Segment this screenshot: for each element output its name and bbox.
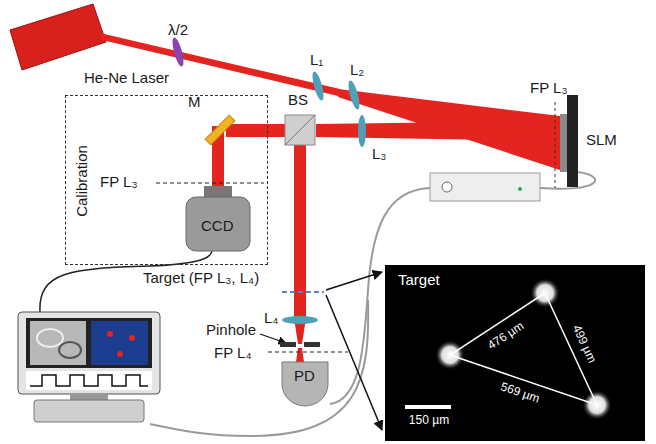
mirror xyxy=(205,115,235,145)
focal-plane-line xyxy=(268,352,348,353)
scale-bar xyxy=(405,405,451,409)
pinhole-leader xyxy=(260,334,286,343)
lens-l3 xyxy=(358,115,366,147)
screen xyxy=(26,318,152,368)
part-label: L₂ xyxy=(350,62,364,79)
controller-knob xyxy=(442,182,452,192)
inset-arrow xyxy=(326,272,382,290)
part-label: Pinhole xyxy=(206,322,256,339)
half-wave-plate xyxy=(170,36,185,67)
lens-l1 xyxy=(310,70,325,101)
screen-pattern xyxy=(37,329,63,347)
screen-dot xyxy=(129,335,135,341)
monitor xyxy=(18,312,160,394)
screen-image xyxy=(91,321,148,365)
calibration-group: Calibration xyxy=(65,95,268,265)
part-label: PD xyxy=(294,368,315,385)
part-label: L₄ xyxy=(264,310,278,327)
group-label: Calibration xyxy=(74,145,91,217)
inset-arrow xyxy=(326,295,382,430)
part-label: CCD xyxy=(201,218,234,235)
screen-plot xyxy=(26,371,152,390)
computer-base xyxy=(34,400,144,422)
pinhole xyxy=(304,342,320,347)
part-label: M xyxy=(188,94,201,111)
screen-image xyxy=(30,321,86,365)
ccd-camera xyxy=(186,197,250,251)
dimension: 499 µm xyxy=(570,323,599,365)
target-triangle xyxy=(450,293,597,405)
focal-plane-line xyxy=(156,183,264,184)
plane-label: Target (FP L₃, L₄) xyxy=(143,270,259,287)
target-plane xyxy=(282,291,324,293)
part-label: BS xyxy=(288,92,308,109)
lens-l2 xyxy=(346,79,361,110)
target-inset: Target 476 µm 499 µm 569 µm 150 µm xyxy=(385,265,645,441)
part-label: L₁ xyxy=(310,52,323,69)
lens-l4 xyxy=(282,316,318,324)
focal-plane-label: FP L₃ xyxy=(100,174,138,191)
inset-title: Target xyxy=(398,272,440,289)
controller-led xyxy=(518,187,522,191)
beam-splitter xyxy=(285,115,315,145)
laser-label: He-Ne Laser xyxy=(84,70,169,87)
part-label: L₃ xyxy=(372,146,386,163)
scale-label: 150 µm xyxy=(409,414,449,427)
monitor-stand xyxy=(70,394,108,400)
screen-dot xyxy=(107,331,113,337)
dimension: 476 µm xyxy=(486,320,527,353)
target-image xyxy=(385,265,645,441)
screen-dot xyxy=(117,351,123,357)
focal-plane-label: FP L₃ xyxy=(530,80,568,97)
part-label: SLM xyxy=(586,132,617,149)
photodiode xyxy=(282,362,328,406)
part-label: λ/2 xyxy=(168,22,188,39)
focal-plane-line xyxy=(555,102,556,188)
dimension: 569 µm xyxy=(499,380,541,406)
slm-controller xyxy=(430,173,540,201)
slm-body xyxy=(567,95,578,187)
focal-plane-label: FP L₄ xyxy=(214,345,252,362)
pinhole xyxy=(280,342,296,347)
camera-lens xyxy=(204,186,232,198)
square-wave xyxy=(30,375,148,386)
splitter-diagonal xyxy=(285,115,315,145)
screen-pattern xyxy=(59,342,81,358)
slm-window xyxy=(560,114,567,172)
laser-body xyxy=(10,4,106,70)
